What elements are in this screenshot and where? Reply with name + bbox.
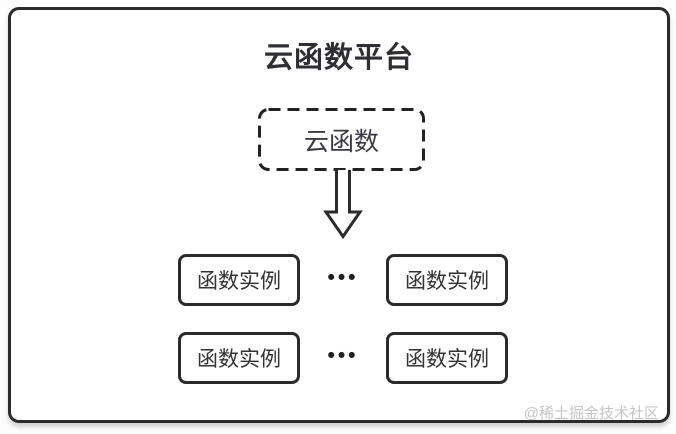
ellipsis-dots: ••• (327, 266, 359, 289)
ellipsis-dots: ••• (327, 344, 359, 367)
instance-label: 函数实例 (197, 270, 281, 293)
instance-label: 函数实例 (405, 270, 489, 293)
instance-node: 函数实例 (386, 254, 508, 306)
watermark: @稀土掘金技术社区 (523, 405, 659, 422)
cloud-function-label: 云函数 (303, 127, 379, 156)
down-arrow-icon (323, 170, 363, 240)
instance-label: 函数实例 (197, 348, 281, 371)
cloud-function-node: 云函数 (258, 108, 425, 171)
instance-node: 函数实例 (178, 254, 300, 306)
diagram-title: 云函数平台 (263, 42, 414, 74)
instance-node: 函数实例 (386, 332, 508, 384)
instance-label: 函数实例 (405, 348, 489, 371)
dashed-border (258, 108, 425, 171)
instance-node: 函数实例 (178, 332, 300, 384)
diagram-frame: 云函数平台 云函数 函数实例 ••• 函数实例 函数实例 ••• 函数实例 @稀… (8, 7, 670, 423)
